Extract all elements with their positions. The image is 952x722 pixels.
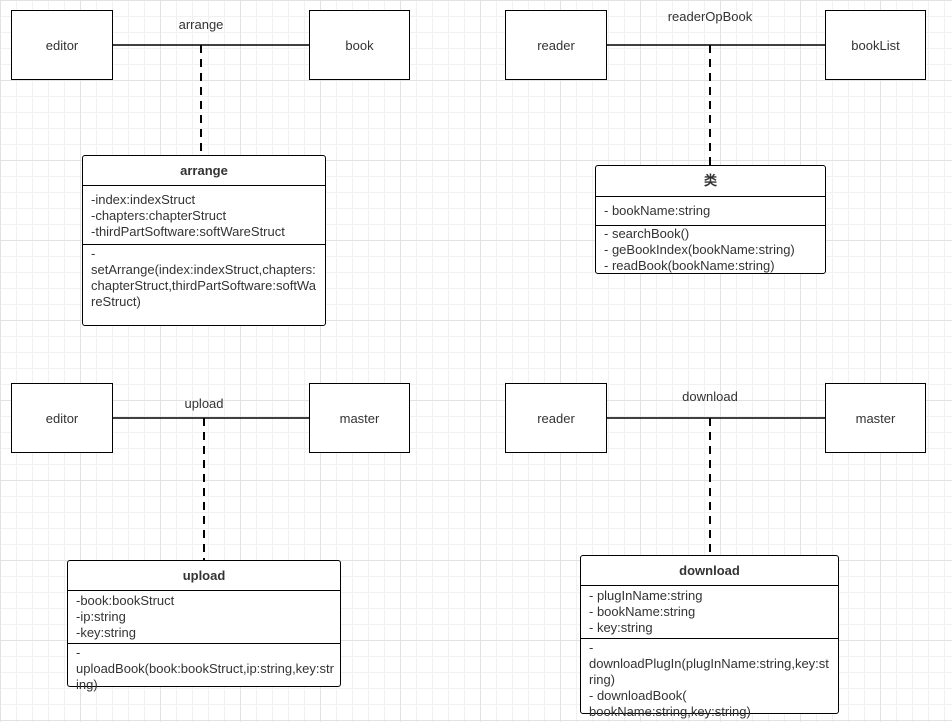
operation: - searchBook() (604, 226, 690, 241)
class-operations: - searchBook() - geBookIndex(bookName:st… (596, 226, 825, 274)
attribute: - bookName:string (589, 604, 696, 619)
class-attributes: -index:indexStruct -chapters:chapterStru… (83, 186, 325, 245)
class-upload[interactable]: upload -book:bookStruct -ip:string -key:… (67, 560, 341, 692)
class-title: upload (68, 561, 340, 591)
operation: - (76, 645, 81, 660)
assoc-label-arrange: arrange (178, 17, 224, 32)
class-lei[interactable]: 类 - bookName:string - searchBook() - geB… (595, 165, 826, 274)
class-attributes: - plugInName:string - bookName:string - … (581, 586, 838, 639)
actor-master-2[interactable]: master (825, 383, 926, 453)
class-attributes: - bookName:string (596, 197, 825, 226)
operation: uploadBook(book:bookStruct,ip:string,key… (76, 661, 334, 692)
class-operations: - downloadPlugIn(plugInName:string,key:s… (581, 639, 838, 722)
assoc-label-readeropbook: readerOpBook (667, 9, 753, 24)
operation: - downloadBook( (589, 688, 687, 703)
class-download[interactable]: download - plugInName:string - bookName:… (580, 555, 839, 719)
class-title: 类 (596, 166, 825, 197)
attribute: -thirdPartSoftware:softWareStruct (91, 224, 285, 239)
operation: downloadPlugIn(plugInName:string,key:str… (589, 656, 829, 687)
actor-editor-1[interactable]: editor (11, 10, 113, 80)
class-title: arrange (83, 156, 325, 186)
attribute: -chapters:chapterStruct (91, 208, 227, 223)
class-title: download (581, 556, 838, 586)
attribute: - plugInName:string (589, 588, 703, 603)
assoc-label-download: download (682, 389, 738, 404)
attribute: - key:string (589, 620, 653, 635)
actor-reader-2[interactable]: reader (505, 383, 607, 453)
operation: bookName:string,key:string) (589, 704, 751, 719)
class-arrange[interactable]: arrange -index:indexStruct -chapters:cha… (82, 155, 326, 326)
actor-booklist[interactable]: bookList (825, 10, 926, 80)
attribute: - bookName:string (604, 203, 711, 218)
actor-reader-1[interactable]: reader (505, 10, 607, 80)
actor-book[interactable]: book (309, 10, 410, 80)
attribute: -ip:string (76, 609, 126, 624)
operation: - (91, 246, 96, 261)
actor-editor-2[interactable]: editor (11, 383, 113, 453)
attribute: -book:bookStruct (76, 593, 175, 608)
operation: - geBookIndex(bookName:string) (604, 242, 795, 257)
operation: - (589, 640, 594, 655)
class-attributes: -book:bookStruct -ip:string -key:string (68, 591, 340, 644)
actor-master-1[interactable]: master (309, 383, 410, 453)
operation: setArrange(index:indexStruct,chapters:ch… (91, 262, 316, 309)
class-operations: - setArrange(index:indexStruct,chapters:… (83, 245, 325, 312)
class-operations: - uploadBook(book:bookStruct,ip:string,k… (68, 644, 340, 695)
attribute: -index:indexStruct (91, 192, 196, 207)
operation: - readBook(bookName:string) (604, 258, 775, 273)
assoc-label-upload: upload (184, 396, 224, 411)
attribute: -key:string (76, 625, 136, 640)
